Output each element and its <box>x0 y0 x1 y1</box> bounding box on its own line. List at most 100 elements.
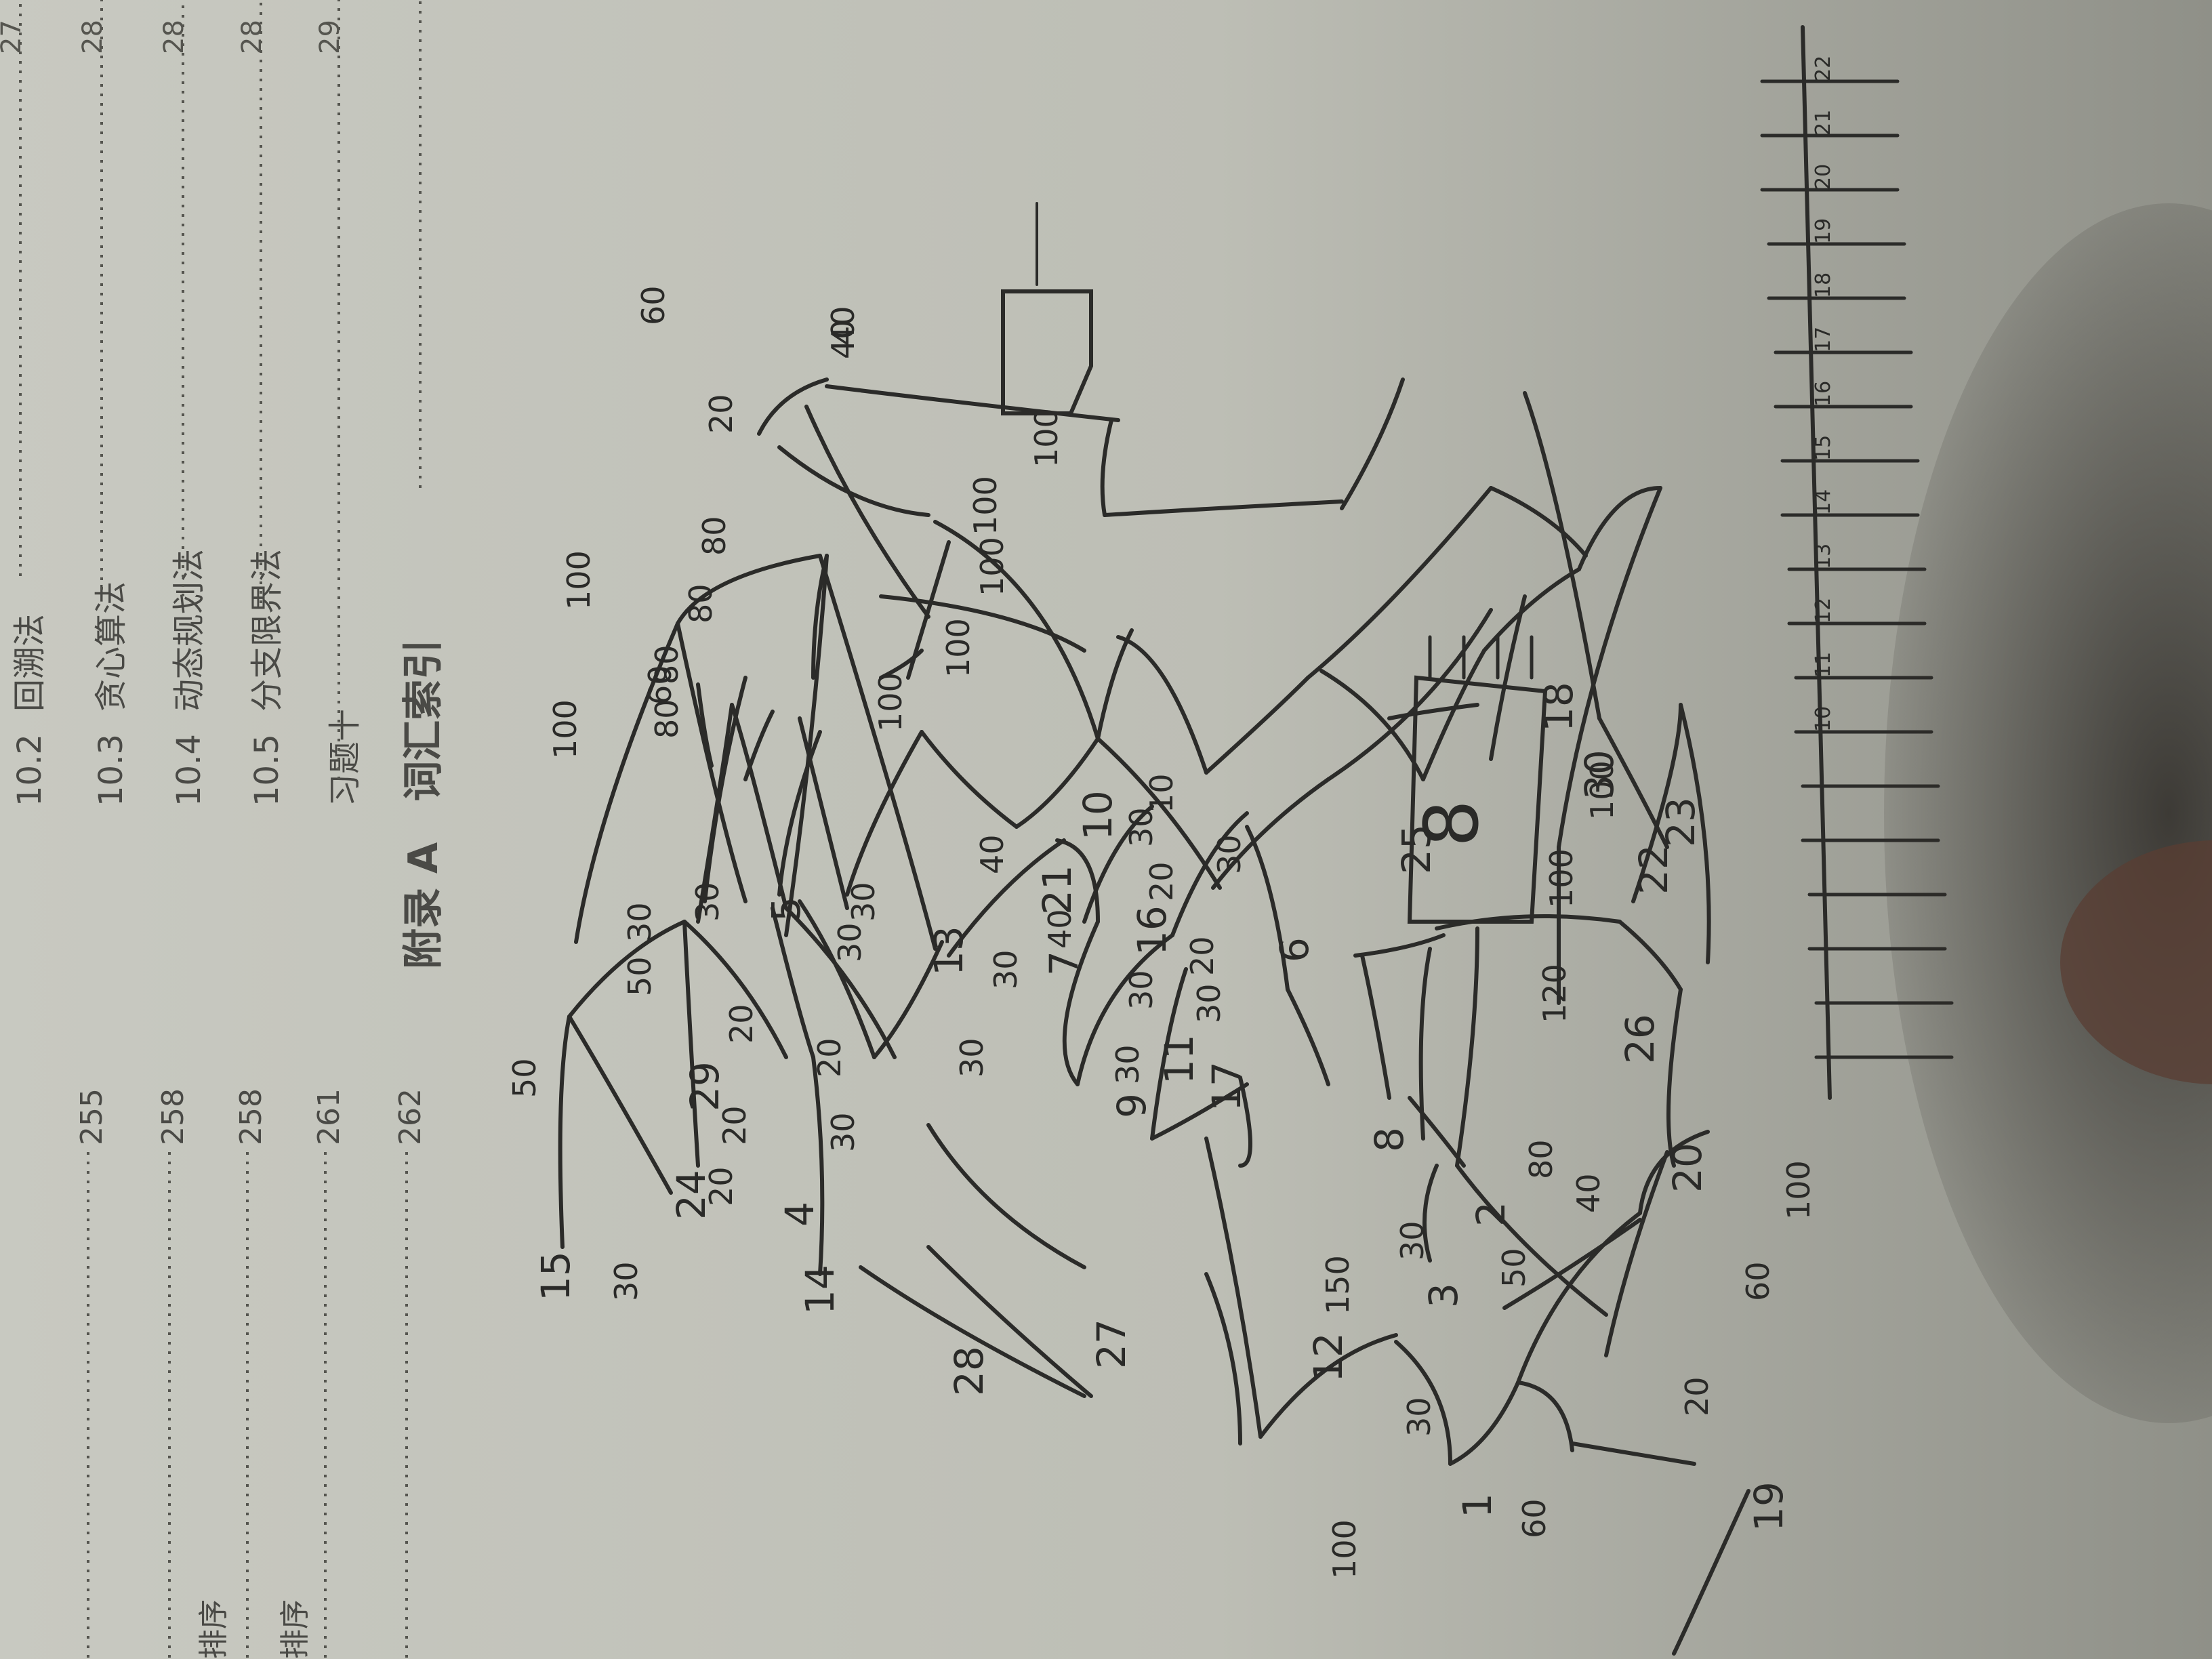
weight-label: 150 <box>1319 1255 1356 1315</box>
weight-label: 60 <box>1516 1498 1553 1538</box>
left-page-5: 262 <box>393 1088 428 1145</box>
weight-label: 80 <box>696 516 733 556</box>
node-label: 24 <box>668 1170 714 1220</box>
node-label: 19 <box>1746 1481 1792 1532</box>
node-label: 29 <box>682 1061 728 1111</box>
ruler-mark: 10 <box>1811 706 1835 732</box>
node-label: 6 <box>1271 937 1317 962</box>
ruler-mark: 17 <box>1811 327 1835 352</box>
weight-label: 30 <box>845 882 882 922</box>
node-label: 27 <box>1088 1319 1134 1369</box>
left-page-2: 258 <box>156 1088 190 1145</box>
node-label: 23 <box>1658 797 1704 847</box>
weight-label: 100 <box>1543 848 1580 908</box>
weight-label: 30 <box>1123 970 1160 1010</box>
weight-label: 100 <box>1780 1160 1817 1220</box>
ruler-mark: 12 <box>1811 598 1835 623</box>
node-label: 22 <box>1631 844 1677 895</box>
toc-block: 10.2 回溯法 10.3 贪心算法 10.4 动态规划法 10.5 分支限界法… <box>0 0 447 1659</box>
weight-label: 40 <box>1042 909 1078 949</box>
boxed-label: 8 <box>1408 800 1495 847</box>
weight-label: 20 <box>1143 861 1180 901</box>
weight-label: 30 <box>987 949 1024 989</box>
weight-label: 30 <box>825 1112 861 1152</box>
weight-label: 30 <box>1191 983 1227 1023</box>
weight-label: 100 <box>940 618 977 678</box>
toc-title-5: 习题十 <box>326 709 364 806</box>
weight-label: 100 <box>974 537 1010 596</box>
weight-label: 100 <box>1326 1519 1363 1579</box>
toc-title-2: 贪心算法 <box>92 581 130 712</box>
toc-num-2: 10.3 <box>92 734 130 806</box>
node-label: 8 <box>1366 1127 1412 1152</box>
weight-label: 20 <box>1184 936 1221 976</box>
ruler-mark: 18 <box>1811 272 1835 298</box>
toc-title-4: 分支限界法 <box>248 549 286 712</box>
toc-page-3: 28 <box>159 20 190 54</box>
node-label: 4 <box>777 1202 823 1227</box>
weight-label: 50 <box>506 1058 543 1098</box>
weight-label: 60 <box>642 665 678 705</box>
weight-label: 20 <box>703 394 739 434</box>
toc-num-1: 10.2 <box>11 734 49 806</box>
toc-page-5: 29 <box>314 20 346 54</box>
weight-label: 30 <box>689 882 726 922</box>
weight-label: 80 <box>682 583 719 623</box>
weight-label: 100 <box>1028 408 1065 468</box>
ruler-mark: 13 <box>1811 544 1835 569</box>
weight-label: 80 <box>1523 1139 1559 1179</box>
weight-label: 50 <box>1496 1248 1532 1288</box>
toc-num-4: 10.5 <box>248 734 286 806</box>
ruler-mark: 19 <box>1811 218 1835 244</box>
ruler-mark: 22 <box>1811 56 1835 81</box>
ruler-mark: 20 <box>1811 164 1835 190</box>
sketch-nodes: 1 2 3 4 5 6 7 8 9 10 11 12 13 14 15 16 1… <box>533 682 1792 1532</box>
weight-label: 40 <box>825 306 861 346</box>
toc-page-4: 28 <box>237 20 268 54</box>
node-label: 28 <box>946 1346 992 1396</box>
weight-label: 20 <box>723 1004 760 1044</box>
weight-label: 10 <box>1143 773 1180 813</box>
weight-label: 100 <box>872 672 909 732</box>
ruler-mark: 14 <box>1811 489 1835 515</box>
weight-label: 30 <box>832 922 868 962</box>
node-label: 10 <box>1075 790 1121 840</box>
toc-title-1: 回溯法 <box>11 614 49 712</box>
weight-label: 100 <box>967 476 1004 535</box>
node-label: 17 <box>1204 1061 1250 1111</box>
node-label: 9 <box>1109 1093 1155 1118</box>
weight-label: 30 <box>608 1261 644 1301</box>
weight-label: 40 <box>974 834 1010 874</box>
node-label: 15 <box>533 1251 579 1301</box>
ruler-mark: 16 <box>1811 381 1835 407</box>
toc-num-3: 10.4 <box>170 734 208 806</box>
weight-label: 30 <box>1401 1397 1437 1437</box>
node-label: 3 <box>1420 1283 1467 1308</box>
node-label: 20 <box>1664 1143 1711 1193</box>
weight-label: 30 <box>621 902 658 942</box>
toc-page-2: 28 <box>77 20 108 54</box>
weight-label: 60 <box>1740 1261 1776 1301</box>
weight-label: 80 <box>649 699 685 739</box>
weight-label: 30 <box>1394 1221 1431 1261</box>
weight-label: 40 <box>825 319 861 359</box>
node-label: 12 <box>1305 1332 1351 1382</box>
boxed-figure: 8 <box>1001 202 1548 924</box>
node-label: 30 <box>1576 750 1622 800</box>
node-label: 11 <box>1156 1034 1202 1084</box>
node-label: 7 <box>1041 951 1087 976</box>
left-fragment-2: 排序 <box>278 1599 312 1659</box>
node-label: 1 <box>1454 1493 1500 1518</box>
weight-label: 30 <box>1109 1044 1146 1084</box>
left-page-1: 255 <box>75 1088 109 1145</box>
node-label: 26 <box>1617 1014 1663 1064</box>
toc-page-1: 27 <box>0 20 27 54</box>
left-fragment-1: 排序 <box>197 1599 231 1659</box>
node-label: 13 <box>926 926 972 976</box>
weight-label: 120 <box>1536 964 1573 1023</box>
weight-label: 30 <box>1211 834 1248 874</box>
ruler-mark: 11 <box>1811 652 1835 678</box>
node-label: 5 <box>763 897 809 922</box>
weight-label: 100 <box>1584 760 1620 820</box>
